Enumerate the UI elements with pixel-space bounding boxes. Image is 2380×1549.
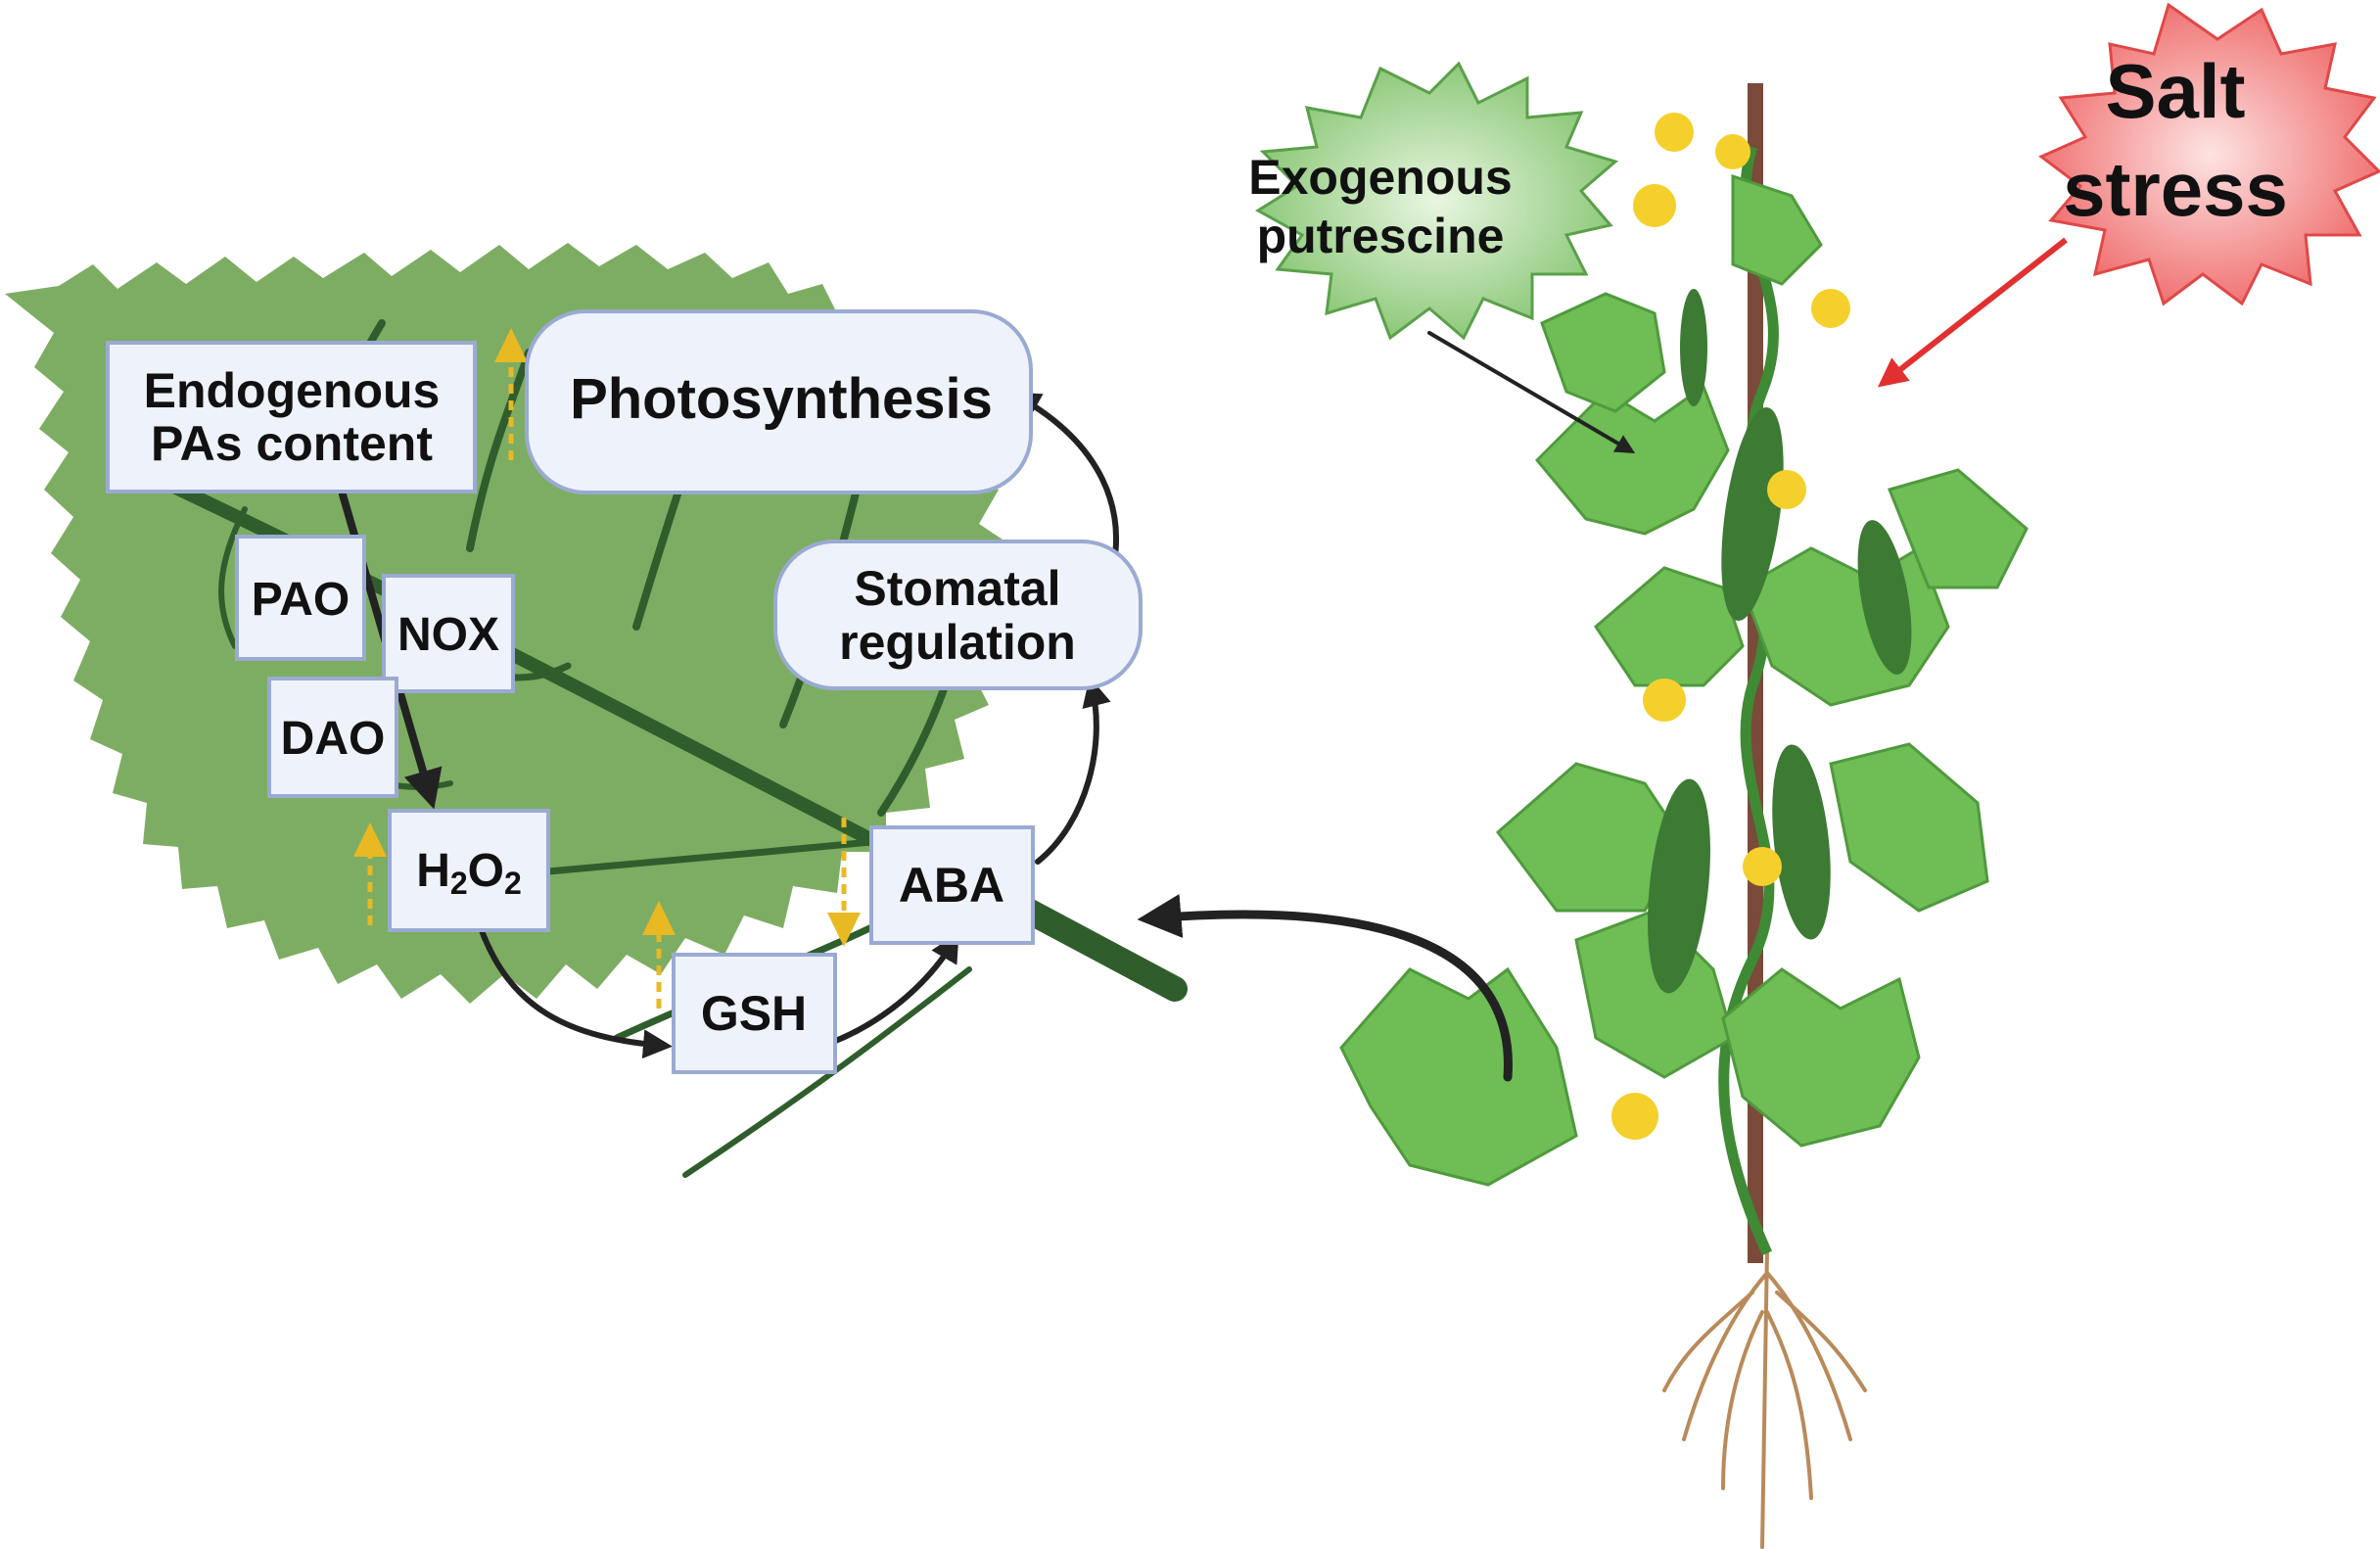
node-nox: NOX <box>382 574 515 693</box>
node-photosynthesis: Photosynthesis <box>525 309 1033 494</box>
regulation-indicators <box>353 328 861 1009</box>
vine-stem <box>1718 145 1779 1256</box>
node-h2o2: H2O2 <box>388 809 550 932</box>
endogenous-pas-line2: PAs content <box>151 416 433 471</box>
arrow-putrescine-to-plant <box>1427 331 1636 454</box>
node-gsh: GSH <box>672 953 837 1074</box>
cucumber-plant-illustration <box>1339 83 2029 1549</box>
burst-badge-icon <box>2038 2 2380 306</box>
photosynthesis-label: Photosynthesis <box>570 367 993 431</box>
h2o2-h: H <box>416 845 450 897</box>
node-stomatal-regulation: Stomatal regulation <box>773 540 1143 690</box>
stomatal-line2: regulation <box>839 615 1076 670</box>
arrow-aba-to-stomatal <box>1035 677 1111 865</box>
stomatal-line1: Stomatal <box>854 561 1060 616</box>
h2o2-sub2: 2 <box>504 866 522 901</box>
h2o2-sub1: 2 <box>450 866 468 901</box>
flowers <box>1611 113 1850 1140</box>
nox-label: NOX <box>397 609 499 661</box>
burst-badge-icon <box>1255 61 1619 341</box>
arrow-salt-to-plant <box>1877 237 2068 388</box>
arrow-h2o2-to-gsh <box>477 922 673 1059</box>
salt-stress-badge: Salt stress <box>2038 2 2380 306</box>
exogenous-label-line2: putrescine <box>1257 209 1505 263</box>
node-dao: DAO <box>267 677 398 798</box>
aba-label: ABA <box>899 858 1004 913</box>
cucumbers <box>1648 289 1912 994</box>
salt-label-line1: Salt <box>2105 48 2245 134</box>
endogenous-pas-line1: Endogenous <box>144 363 441 418</box>
pao-label: PAO <box>252 574 350 626</box>
roots <box>1662 1246 1867 1549</box>
salt-label-line2: stress <box>2063 146 2288 232</box>
plant-leaves <box>1339 173 2029 1187</box>
exogenous-putrescine-badge: Exogenous putrescine <box>1248 61 1619 341</box>
dao-label: DAO <box>281 713 386 765</box>
h2o2-label: H2O2 <box>416 845 522 901</box>
node-pao: PAO <box>235 535 366 661</box>
h2o2-o: O <box>468 845 504 897</box>
exogenous-label-line1: Exogenous <box>1248 150 1512 205</box>
node-endogenous-pas: Endogenous PAs content <box>106 341 477 493</box>
gsh-label: GSH <box>701 986 807 1041</box>
node-aba: ABA <box>869 825 1035 945</box>
arrow-plant-to-leaf <box>1137 894 1513 1082</box>
